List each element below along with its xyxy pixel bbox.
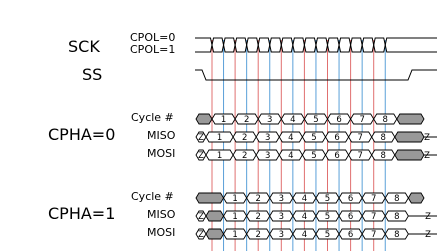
cpha1-mosi-x [205, 228, 225, 240]
cpha0-cycle-cell-label: 7 [359, 115, 364, 125]
cpha1-miso-z-tail-label: Z [425, 212, 431, 222]
cpha1-mosi-cell-label: 5 [325, 230, 330, 240]
cpha0-mosi-z-lead-label: Z [198, 151, 204, 161]
cpha1-cycle-cell-label: 7 [371, 194, 376, 204]
cpha1-cycle-cell-label: 2 [255, 194, 260, 204]
cpha0-label: CPHA=0 [48, 125, 115, 144]
cpha0-cycle-lead [195, 113, 213, 125]
cpha1-cycle-cell-label: 4 [302, 194, 307, 204]
cpha0-cycle-cell-label: 8 [383, 115, 388, 125]
waveforms [195, 37, 437, 81]
cpha0-cycle-cell-label: 5 [313, 115, 318, 125]
cpha0-miso-cell-label: 6 [334, 133, 339, 143]
cpha0-cycle-label: Cycle # [131, 111, 174, 124]
cpha0-miso-cell-label: 7 [357, 133, 362, 143]
cpha1-cycle-cell-label: 8 [394, 194, 399, 204]
cpha0-mosi-cell-label: 6 [334, 151, 339, 161]
cpha0-miso-cell-label: 8 [381, 133, 386, 143]
cpha1-miso-cell-label: 4 [302, 212, 307, 222]
cpha1-cycle-lead [195, 192, 225, 204]
cpha0-miso-cell-label: 3 [265, 133, 270, 143]
cpha1-mosi-cell-label: 1 [232, 230, 237, 240]
cpha1-miso-z-lead-label: Z [198, 212, 204, 222]
cpha1-mosi-cell-label: 7 [371, 230, 376, 240]
cpha1-miso-cell-label: 5 [325, 212, 330, 222]
cpha0-miso-x [394, 131, 425, 143]
cpha1-cycle-tail [407, 192, 425, 204]
cpha1-miso-cell-label: 6 [348, 212, 353, 222]
cpha0-cycle-cell-label: 4 [290, 115, 295, 125]
cpha0-mosi-cell-label: 5 [311, 151, 316, 161]
cpha1-mosi-cell-label: 6 [348, 230, 353, 240]
cpha0-miso-cell-label: 2 [242, 133, 247, 143]
cpha0-cycle-tail [396, 113, 425, 125]
cpha0-mosi-cell-label: 3 [265, 151, 270, 161]
cpha1-miso-cell-label: 1 [232, 212, 237, 222]
cpha0-mosi-cell-label: 1 [217, 151, 222, 161]
cpha1-cycle-cell-label: 1 [232, 194, 237, 204]
ss-wave [195, 69, 437, 81]
cpha0-mosi-cell-label: 8 [381, 151, 386, 161]
cpha0-miso-cell-label: 4 [288, 133, 293, 143]
ss-label: SS [82, 65, 102, 84]
cpha0-mosi-x [394, 149, 425, 161]
cpha1-miso-cell-label: 3 [279, 212, 284, 222]
cpha1-cycle-cell-label: 5 [325, 194, 330, 204]
cpha0-miso-cell-label: 5 [311, 133, 316, 143]
cpha0-miso-cell-label: 1 [217, 133, 222, 143]
cpha0-cycle-cell-label: 1 [221, 115, 226, 125]
cpha0-mosi-z-tail-label: Z [424, 151, 430, 161]
cpha1-miso-x [205, 210, 225, 222]
cpha0-cycle-cell-label: 3 [267, 115, 272, 125]
cpha1-mosi-label: MOSI [147, 226, 175, 239]
cpha1-mosi-z-tail-label: Z [425, 230, 431, 240]
cpha1-cycle-cell-label: 3 [279, 194, 284, 204]
cpha0-mosi-cell-label: 2 [242, 151, 247, 161]
cpha1-mosi-cell-label: 4 [302, 230, 307, 240]
cpha1-miso-label: MISO [147, 208, 176, 221]
cpol1-label: CPOL=1 [130, 43, 175, 56]
cpha0-miso-z-lead-label: Z [198, 133, 204, 143]
cpha1-miso-cell-label: 8 [394, 212, 399, 222]
sck-cpol1-wave [195, 37, 437, 53]
cpha1-cycle-label: Cycle # [131, 190, 174, 203]
cpol0-label: CPOL=0 [130, 31, 175, 44]
cpha1-mosi-z-lead-label: Z [198, 230, 204, 240]
cpha1-mosi-cell-label: 3 [279, 230, 284, 240]
cpha0-cycle-cell-label: 6 [336, 115, 341, 125]
sck-label: SCK [68, 37, 100, 56]
cpha0-mosi-cell-label: 4 [288, 151, 293, 161]
cpha0-miso-label: MISO [147, 129, 176, 142]
cpha1-miso-cell-label: 7 [371, 212, 376, 222]
cpha1-label: CPHA=1 [48, 204, 115, 223]
cpha1-mosi-cell-label: 2 [255, 230, 260, 240]
cpha0-mosi-cell-label: 7 [357, 151, 362, 161]
cpha1-cycle-cell-label: 6 [348, 194, 353, 204]
cpha1-mosi-cell-label: 8 [394, 230, 399, 240]
cpha0-miso-z-tail-label: Z [424, 133, 430, 143]
cpha0-cycle-cell-label: 2 [244, 115, 249, 125]
cpha1-miso-cell-label: 2 [255, 212, 260, 222]
cpha0-mosi-label: MOSI [147, 147, 175, 160]
